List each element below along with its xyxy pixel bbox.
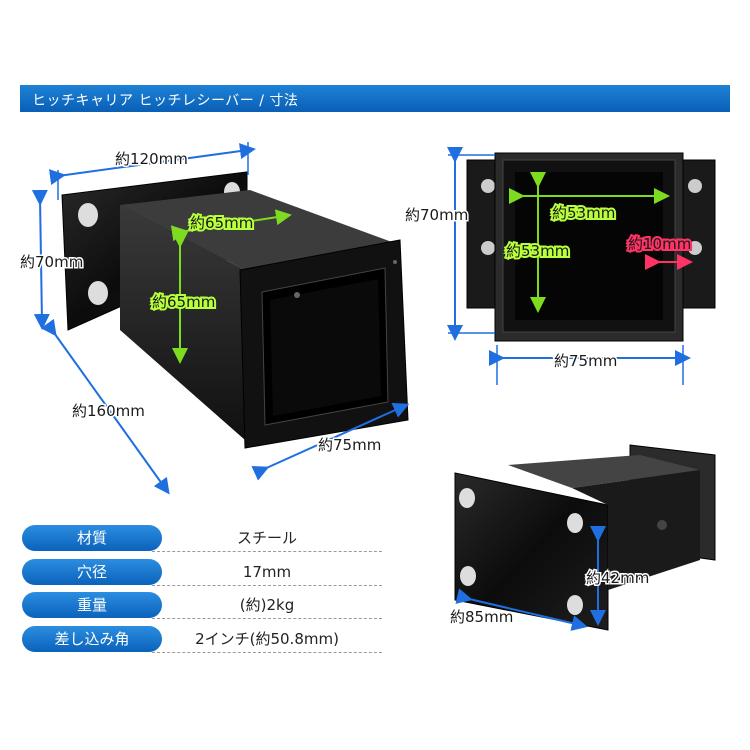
divider [152,652,382,653]
divider [152,618,382,619]
spec-row-weight: 重量 (約)2kg [22,592,382,619]
main-flange-label: 約75mm [318,436,381,454]
spec-row-material: 材質 スチール [22,525,382,552]
main-height-label: 約70mm [20,253,83,271]
front-height-label: 約70mm [405,206,468,224]
back-view-drawing [454,444,716,631]
spec-value: (約)2kg [239,596,295,614]
front-thickness-label: 約10mm [628,235,691,253]
spec-row-hole: 穴径 17mm [22,559,382,586]
main-width-label: 約120mm [115,150,188,168]
spec-value: スチール [236,529,297,547]
front-flange-label: 約75mm [554,352,617,370]
divider [152,551,382,552]
divider [152,585,382,586]
spec-key: 材質 [22,525,162,551]
spec-key: 差し込み角 [22,626,162,652]
spec-value: 17mm [242,563,292,581]
main-length-label: 約160mm [72,402,145,420]
main-tube-width-label: 約65mm [190,214,253,232]
spec-row-receiver-size: 差し込み角 2インチ(約50.8mm) [22,626,382,653]
front-inner-height-label: 約53mm [506,242,569,260]
back-hole-height-label: 約42mm [586,569,649,587]
spec-key: 穴径 [22,559,162,585]
spec-value: 2インチ(約50.8mm) [195,630,339,648]
spec-key: 重量 [22,592,162,618]
header-title: ヒッチキャリア ヒッチレシーバー / 寸法 [32,93,299,109]
header-bar: ヒッチキャリア ヒッチレシーバー / 寸法 [20,85,730,112]
main-tube-height-label: 約65mm [152,293,215,311]
front-inner-width-label: 約53mm [552,204,615,222]
back-hole-width-label: 約85mm [450,608,513,626]
